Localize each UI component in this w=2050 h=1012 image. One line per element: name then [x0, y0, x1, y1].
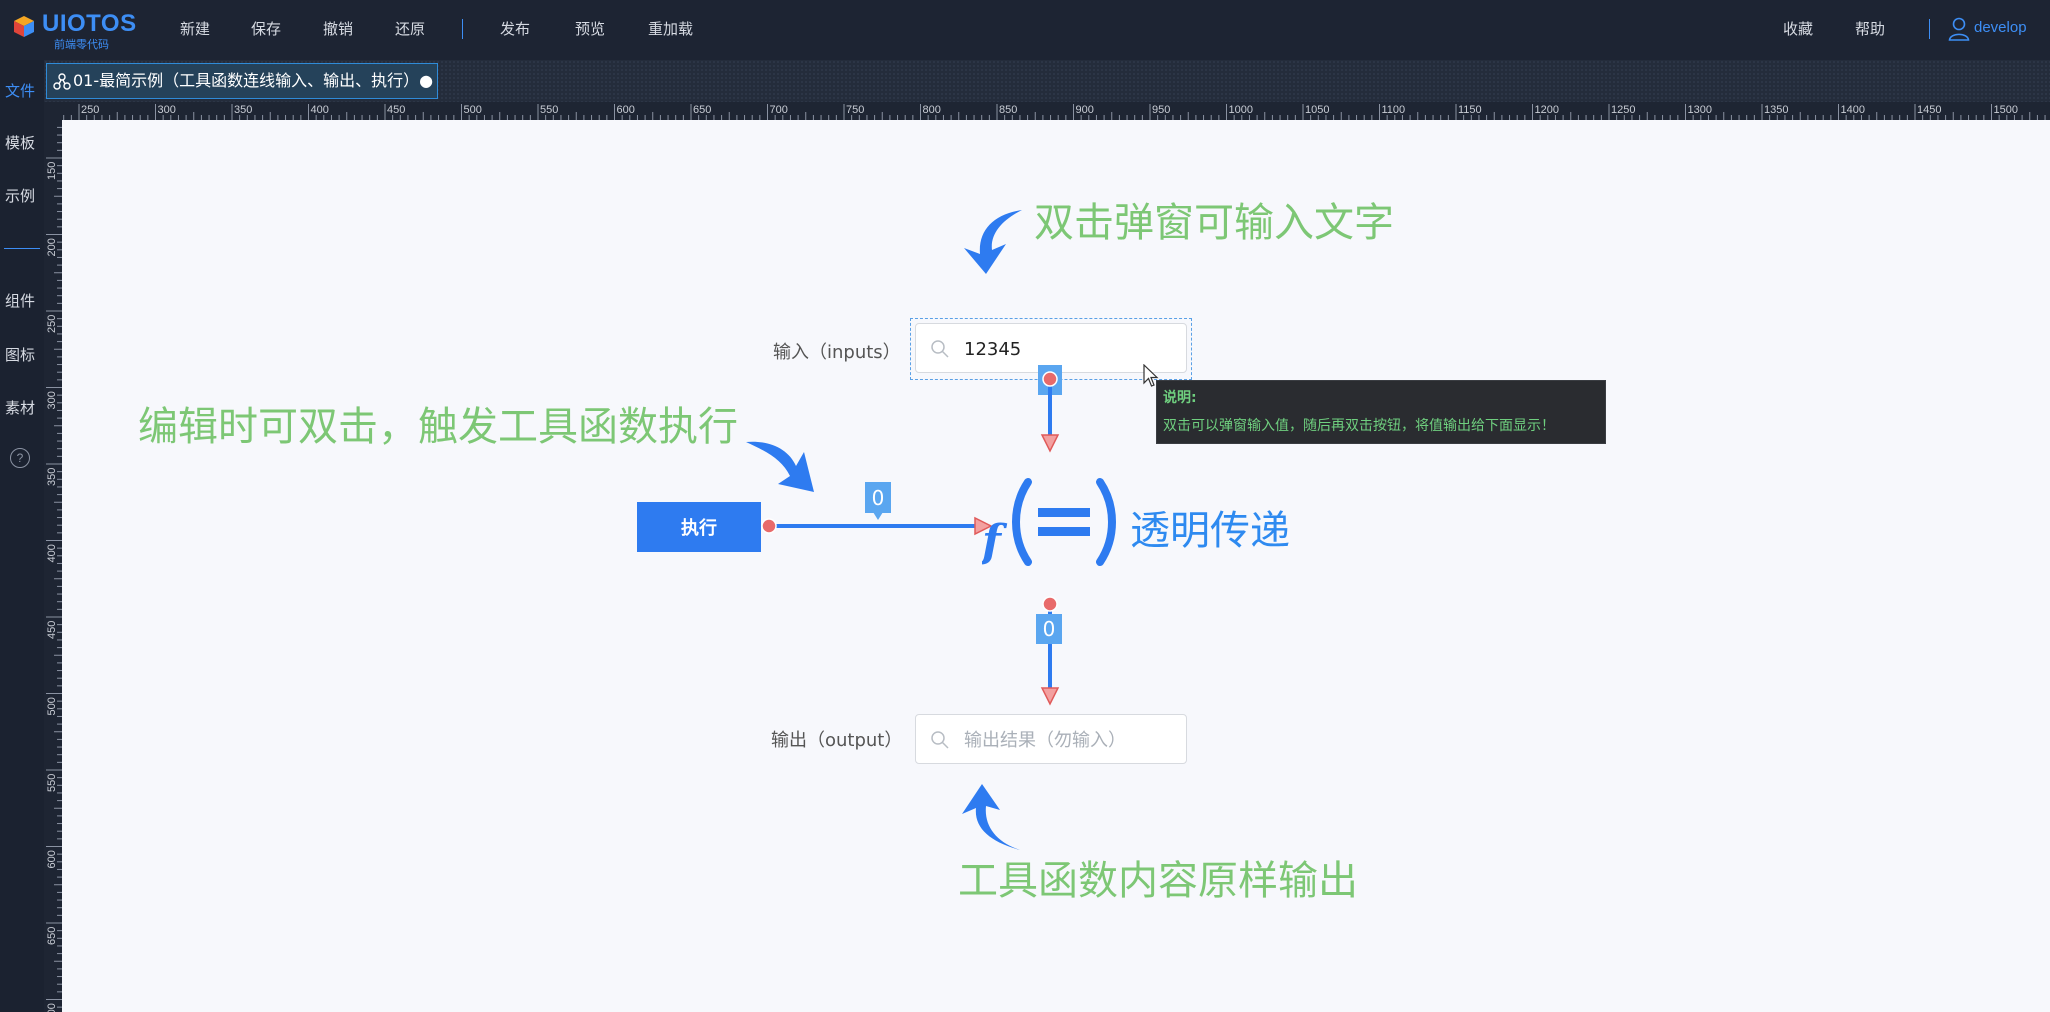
logo-text: UIOTOS	[42, 10, 137, 37]
ruler-label: 1000	[1229, 104, 1253, 116]
ruler-label: 800	[923, 104, 941, 116]
ruler-label: 1250	[1611, 104, 1635, 116]
menu-publish[interactable]: 发布	[500, 20, 531, 38]
nav-icons[interactable]: 图标	[4, 346, 35, 364]
ruler-label: 1400	[1841, 104, 1865, 116]
ruler-label: 700	[770, 104, 788, 116]
hint-bottom: 工具函数内容原样输出	[958, 858, 1358, 904]
design-canvas[interactable]: 双击弹窗可输入文字 输入（inputs） 说明: 双击可以弹窗输入值，随后再双击…	[62, 120, 2050, 1012]
menu-favorites[interactable]: 收藏	[1783, 20, 1814, 38]
ruler-label: 350	[46, 468, 58, 486]
logo-subtitle: 前端零代码	[54, 38, 109, 51]
link-badge-vertical: 0	[1036, 614, 1062, 644]
function-label: 透明传递	[1130, 508, 1290, 554]
ruler-label: 600	[46, 850, 58, 868]
ruler-label: 650	[693, 104, 711, 116]
ruler-label: 1050	[1305, 104, 1329, 116]
menu-new[interactable]: 新建	[180, 20, 211, 38]
nav-components[interactable]: 组件	[4, 292, 35, 310]
ruler-label: 750	[846, 104, 864, 116]
ruler-horizontal: 250 300 350 400 450 500 550 600 650 700 750 800 850 9…	[44, 102, 2050, 120]
tooltip-body: 双击可以弹窗输入值，随后再双击按钮，将值输出给下面显示！	[1163, 418, 1555, 434]
tooltip: 说明: 双击可以弹窗输入值，随后再双击按钮，将值输出给下面显示！	[1156, 380, 1606, 444]
menu-save[interactable]: 保存	[251, 20, 282, 38]
ruler-label: 400	[311, 104, 329, 116]
link-badge-horizontal: 0	[865, 483, 891, 513]
app-logo[interactable]: UIOTOS 前端零代码	[12, 8, 136, 51]
ruler-label: 450	[46, 621, 58, 639]
ruler-label: 1200	[1535, 104, 1559, 116]
ruler-vertical: 150 200 250 300 350 400 450 500 550 600 650 700	[44, 120, 62, 1012]
input-field[interactable]	[962, 334, 1176, 364]
hint-top: 双击弹窗可输入文字	[1034, 200, 1394, 246]
user-icon[interactable]	[1948, 17, 1970, 41]
tab-current-file[interactable]: 01-最简示例（工具函数连线输入、输出、执行）●	[46, 63, 438, 99]
output-field-box[interactable]	[915, 714, 1187, 764]
hint-left: 编辑时可双击，触发工具函数执行	[138, 404, 738, 450]
menu-divider-right	[1929, 19, 1930, 39]
ruler-label: 550	[46, 774, 58, 792]
nav-divider	[4, 248, 40, 249]
ruler-label: 650	[46, 927, 58, 945]
curved-arrow-up-icon	[962, 784, 1020, 850]
input-field-box[interactable]	[915, 323, 1187, 373]
ruler-label: 500	[464, 104, 482, 116]
ruler-label: 250	[81, 104, 99, 116]
ruler-label: 300	[158, 104, 176, 116]
ruler-label: 250	[46, 315, 58, 333]
ruler-label: 300	[46, 391, 58, 409]
output-field[interactable]	[962, 725, 1176, 755]
ruler-label: 400	[46, 544, 58, 562]
nav-file[interactable]: 文件	[4, 82, 35, 100]
help-icon[interactable]: ?	[10, 448, 30, 468]
ruler-label: 200	[46, 238, 58, 256]
user-name[interactable]: develop	[1974, 19, 2027, 36]
curved-arrow-down-icon	[964, 210, 1022, 274]
curved-arrow-right-icon	[746, 441, 814, 492]
top-bar: UIOTOS 前端零代码 新建 保存 撤销 还原 发布 预览 重加载 收藏 帮助…	[0, 0, 2050, 60]
menu-redo[interactable]: 还原	[395, 20, 426, 38]
tab-title: 01-最简示例（工具函数连线输入、输出、执行）●	[73, 71, 434, 90]
ruler-label: 1100	[1382, 104, 1406, 116]
ruler-label: 1350	[1764, 104, 1788, 116]
ruler-label: 1150	[1458, 104, 1482, 116]
svg-text:ƒ: ƒ	[982, 516, 1008, 566]
menu-reload[interactable]: 重加载	[648, 20, 694, 38]
link-input-to-func[interactable]	[1030, 365, 1070, 455]
tab-strip: 01-最简示例（工具函数连线输入、输出、执行）●	[44, 60, 2050, 102]
tooltip-title: 说明:	[1163, 390, 1197, 406]
ruler-label: 600	[617, 104, 635, 116]
nav-assets[interactable]: 素材	[4, 399, 35, 417]
ruler-label: 350	[234, 104, 252, 116]
ruler-label: 1450	[1917, 104, 1941, 116]
menu-divider	[462, 19, 463, 39]
nav-examples[interactable]: 示例	[4, 187, 35, 205]
ruler-label: 1500	[1994, 104, 2018, 116]
nav-template[interactable]: 模板	[4, 134, 35, 152]
menu-undo[interactable]: 撤销	[323, 20, 354, 38]
ruler-label: 550	[540, 104, 558, 116]
link-func-to-output[interactable]	[1030, 590, 1070, 708]
ruler-label: 700	[46, 1003, 58, 1012]
output-label: 输出（output）	[771, 730, 903, 751]
ruler-label: 950	[1152, 104, 1170, 116]
menu-preview[interactable]: 预览	[575, 20, 606, 38]
function-icon[interactable]: ƒ	[982, 476, 1132, 566]
ruler-label: 500	[46, 697, 58, 715]
input-label: 输入（inputs）	[773, 342, 901, 363]
menu-help[interactable]: 帮助	[1855, 20, 1886, 38]
search-icon	[931, 731, 949, 749]
ruler-label: 900	[1076, 104, 1094, 116]
logo-cube-icon	[14, 16, 34, 37]
search-icon	[931, 340, 949, 358]
mouse-cursor-icon	[1143, 364, 1159, 387]
ruler-label: 450	[387, 104, 405, 116]
ruler-label: 1300	[1688, 104, 1712, 116]
share-icon	[53, 73, 71, 90]
ruler-label: 850	[999, 104, 1017, 116]
execute-button[interactable]: 执行	[637, 502, 761, 552]
ruler-label: 150	[46, 162, 58, 180]
left-nav: 文件 模板 示例 组件 图标 素材 ?	[0, 60, 44, 1012]
